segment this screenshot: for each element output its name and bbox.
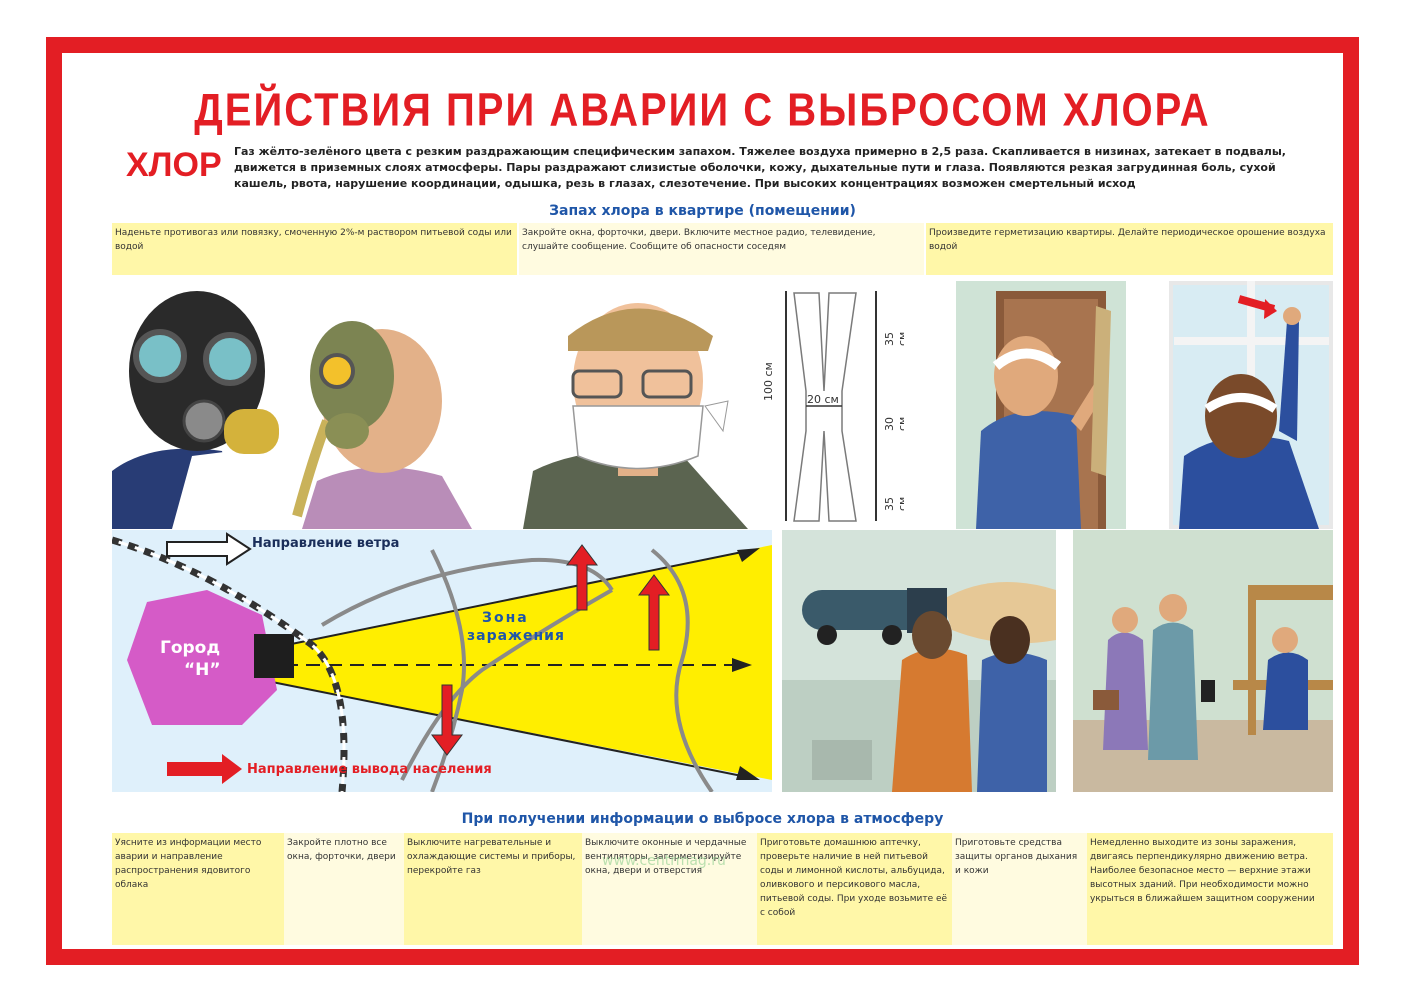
atmosphere-box-7: Немедленно выходите из зоны заражения, д… — [1087, 833, 1333, 945]
apartment-box-3: Произведите герметизацию квартиры. Делай… — [926, 223, 1333, 275]
chlorine-heading: ХЛОР — [126, 146, 222, 184]
bandage-width-label: 20 см — [807, 393, 839, 406]
city-label-line-2: “Н” — [184, 660, 221, 680]
apartment-section-title: Запах хлора в квартире (помещении) — [549, 203, 856, 219]
people-leaving-illustration — [1073, 530, 1333, 792]
window-sealing-illustration — [1169, 281, 1333, 529]
contamination-zone-map: Направление ветра Город “Н” Зона заражен… — [112, 530, 772, 792]
bandage-top-segment-label: 35 см — [883, 331, 904, 346]
atmosphere-section-title: При получении информации о выбросе хлора… — [461, 811, 944, 827]
bandage-middle-segment-label: 30 см — [883, 416, 904, 431]
wind-direction-label: Направление ветра — [252, 536, 400, 551]
poster-frame: ДЕЙСТВИЯ ПРИ АВАРИИ С ВЫБРОСОМ ХЛОРА ХЛО… — [46, 37, 1359, 965]
atmosphere-box-3: Выключите нагревательные и охлаждающие с… — [404, 833, 582, 945]
apartment-box-2: Закройте окна, форточки, двери. Включите… — [519, 223, 924, 275]
chlorine-description: Газ жёлто-зелёного цвета с резким раздра… — [234, 145, 1286, 190]
zone-label-line-2: заражения — [467, 628, 565, 644]
bandage-bottom-segment-label: 35 см — [883, 496, 904, 511]
gauze-bandage-illustration — [523, 281, 755, 529]
atmosphere-box-4: Выключите оконные и чердачные вентилятор… — [582, 833, 757, 945]
poster-title: ДЕЙСТВИЯ ПРИ АВАРИИ С ВЫБРОСОМ ХЛОРА — [194, 85, 1211, 136]
atmosphere-box-1: Уясните из информации место аварии и нап… — [112, 833, 284, 945]
watermark: www.centrmag.ru — [602, 853, 726, 869]
tanker-truck-illustration — [782, 530, 1056, 792]
zone-label-line-1: Зона — [482, 610, 529, 626]
apartment-box-1: Наденьте противогаз или повязку, смоченн… — [112, 223, 517, 275]
bandage-length-label: 100 см — [764, 362, 775, 401]
bandage-pattern-diagram: 100 см 20 см 35 см 30 см 35 см — [764, 281, 904, 529]
atmosphere-box-6: Приготовьте средства защиты органов дыха… — [952, 833, 1087, 945]
atmosphere-box-2: Закройте плотно все окна, форточки, двер… — [284, 833, 404, 945]
city-label-line-1: Город — [160, 638, 221, 658]
door-sealing-illustration — [956, 281, 1126, 529]
gas-mask-illustration — [112, 281, 517, 529]
evacuation-direction-label: Направление вывода населения — [247, 762, 492, 777]
atmosphere-box-5: Приготовьте домашнюю аптечку, проверьте … — [757, 833, 952, 945]
